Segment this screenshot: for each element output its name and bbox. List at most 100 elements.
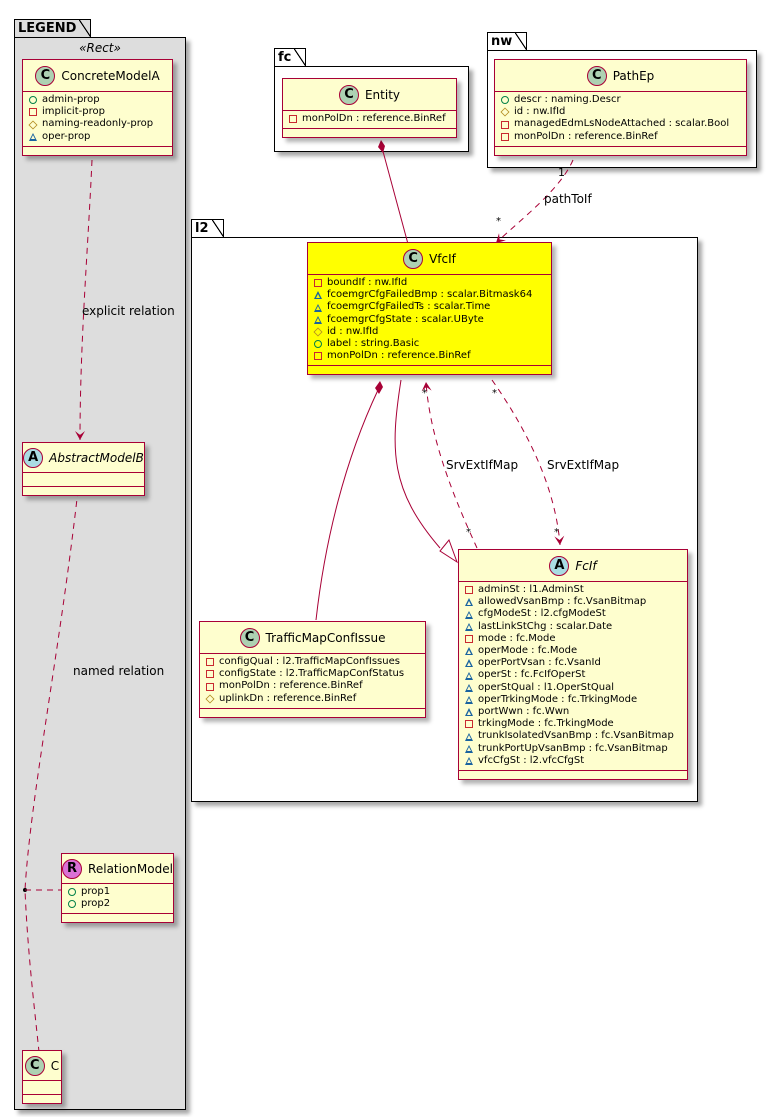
composition-diamond-icon xyxy=(375,381,383,394)
class-badge-icon: C xyxy=(403,248,424,269)
srv-ext-if-map-2-from-mult: * xyxy=(492,388,497,399)
class-attribute: id : nw.IfId xyxy=(500,106,740,118)
path-to-if-line xyxy=(495,159,574,244)
attribute-text: trunkIsolatedVsanBmp : fc.VsanBitmap xyxy=(478,730,674,742)
srv-ext-if-map-1-from-mult: * xyxy=(422,388,427,399)
package-visibility-icon xyxy=(314,291,322,300)
private-visibility-icon xyxy=(465,720,473,729)
attribute-text: admin-prop xyxy=(42,94,100,105)
attribute-text: implicit-prop xyxy=(42,106,105,118)
class-attribute: monPolDn : reference.BinRef xyxy=(501,131,740,143)
package-visibility-icon xyxy=(465,695,473,704)
srv-ext-if-map-2-to-mult: * xyxy=(554,527,559,538)
protected-visibility-icon xyxy=(205,694,215,704)
class-attribute: trunkPortUpVsanBmp : fc.VsanBitmap xyxy=(465,743,681,755)
class-entity[interactable]: C Entity monPolDn : reference.BinRef xyxy=(282,78,457,139)
attribute-text: label : string.Basic xyxy=(327,338,420,350)
class-attribute: operTrkingMode : fc.TrkingMode xyxy=(465,694,681,706)
class-attributes xyxy=(23,473,144,487)
attribute-text: operStQual : l1.OperStQual xyxy=(478,681,615,693)
class-name: Entity xyxy=(364,87,401,102)
class-attribute: operSt : fc.FcIfOperSt xyxy=(465,669,681,681)
package-visibility-icon xyxy=(314,315,322,324)
attribute-text: naming-readonly-prop xyxy=(42,118,154,130)
class-badge-icon: C xyxy=(338,84,359,105)
class-attribute: trunkIsolatedVsanBmp : fc.VsanBitmap xyxy=(465,730,681,742)
attribute-text: operSt : fc.FcIfOperSt xyxy=(478,669,586,681)
path-to-if-to-mult: * xyxy=(496,216,501,227)
class-attribute: operStQual : l1.OperStQual xyxy=(465,682,681,694)
attribute-text: monPolDn : reference.BinRef xyxy=(514,130,658,142)
l2-package-tab: l2 xyxy=(191,219,224,238)
attribute-text: monPolDn : reference.BinRef xyxy=(219,680,363,692)
legend-stereotype: «Rect» xyxy=(79,41,121,55)
class-attribute: monPolDn : reference.BinRef xyxy=(206,680,419,692)
attribute-text: vfcCfgSt : l2.vfcCfgSt xyxy=(478,754,585,766)
class-methods xyxy=(459,771,687,779)
relation-badge-icon: R xyxy=(62,858,83,879)
attribute-text: boundIf : nw.IfId xyxy=(327,277,408,288)
fc-package-name: fc xyxy=(278,50,292,65)
nw-package-tab: nw xyxy=(487,32,528,51)
class-abstract-model-b[interactable]: A AbstractModelB xyxy=(22,442,145,496)
composition-diamond-icon xyxy=(378,140,385,153)
generalization-triangle-icon xyxy=(439,539,458,564)
attribute-text: id : nw.IfId xyxy=(327,325,379,337)
class-name: TrafficMapConfIssue xyxy=(265,630,386,645)
class-attribute: vfcCfgSt : l2.vfcCfgSt xyxy=(465,755,681,767)
public-visibility-icon xyxy=(68,888,76,897)
class-name: FcIf xyxy=(575,558,597,573)
package-visibility-icon xyxy=(465,756,473,765)
protected-visibility-icon xyxy=(500,107,510,117)
class-name: C xyxy=(50,1058,60,1073)
private-visibility-icon xyxy=(501,132,509,141)
class-attribute: operMode : fc.Mode xyxy=(465,645,681,657)
private-visibility-icon xyxy=(206,682,214,691)
public-visibility-icon xyxy=(501,96,509,105)
class-methods xyxy=(495,147,746,155)
attribute-text: adminSt : l1.AdminSt xyxy=(478,584,584,595)
package-visibility-icon xyxy=(465,683,473,692)
class-header: A AbstractModelB xyxy=(23,443,144,473)
private-visibility-icon xyxy=(289,115,297,124)
class-attribute: allowedVsanBmp : fc.VsanBitmap xyxy=(465,596,681,608)
attribute-text: uplinkDn : reference.BinRef xyxy=(219,692,357,704)
class-attribute: id : nw.IfId xyxy=(313,325,545,338)
attribute-text: monPolDn : reference.BinRef xyxy=(302,113,446,124)
class-name: ConcreteModelA xyxy=(61,68,160,83)
class-attribute: prop1 xyxy=(68,886,167,898)
class-attribute: fcoemgrCfgFailedTs : scalar.Time xyxy=(314,301,545,313)
traffic-composition-line xyxy=(315,389,379,621)
class-attributes xyxy=(23,1081,61,1095)
attribute-text: operMode : fc.Mode xyxy=(478,645,578,657)
explicit-relation-line xyxy=(75,159,93,441)
class-attribute: monPolDn : reference.BinRef xyxy=(289,113,450,125)
private-visibility-icon xyxy=(501,120,509,129)
private-visibility-icon xyxy=(206,658,214,667)
package-visibility-icon xyxy=(465,732,473,741)
class-attribute: configQual : l2.TrafficMapConfIssues xyxy=(206,656,419,668)
attribute-text: operPortVsan : fc.VsanId xyxy=(478,657,601,669)
class-name: AbstractModelB xyxy=(49,450,144,465)
attribute-text: operTrkingMode : fc.TrkingMode xyxy=(478,693,638,705)
fc-package-tab: fc xyxy=(274,48,307,67)
attribute-text: mode : fc.Mode xyxy=(478,632,556,644)
class-attributes: monPolDn : reference.BinRef xyxy=(283,111,456,130)
class-badge-icon: C xyxy=(35,65,56,86)
private-visibility-icon xyxy=(314,279,322,288)
class-name: PathEp xyxy=(612,68,655,83)
protected-visibility-icon xyxy=(313,327,323,337)
attribute-text: managedEdmLsNodeAttached : scalar.Bool xyxy=(514,118,730,130)
class-attribute: managedEdmLsNodeAttached : scalar.Bool xyxy=(501,118,740,130)
package-visibility-icon xyxy=(465,598,473,607)
abstract-badge-icon: A xyxy=(23,447,44,468)
